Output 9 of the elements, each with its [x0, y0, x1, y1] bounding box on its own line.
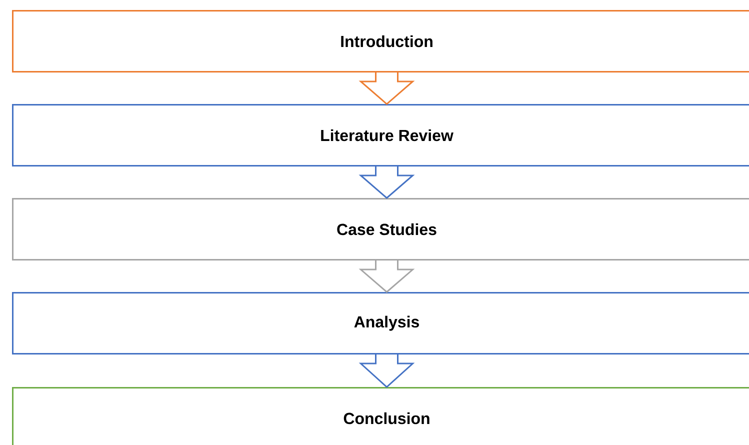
process-box: Introduction — [12, 10, 749, 72]
process-box: Analysis — [12, 292, 749, 354]
process-box: Literature Review — [12, 104, 749, 166]
process-box: Case Studies — [12, 198, 749, 260]
block-arrow — [358, 354, 415, 388]
block-arrow — [358, 72, 415, 105]
block-arrow — [358, 260, 415, 293]
process-box: Conclusion — [12, 387, 749, 445]
block-arrow — [358, 166, 415, 199]
